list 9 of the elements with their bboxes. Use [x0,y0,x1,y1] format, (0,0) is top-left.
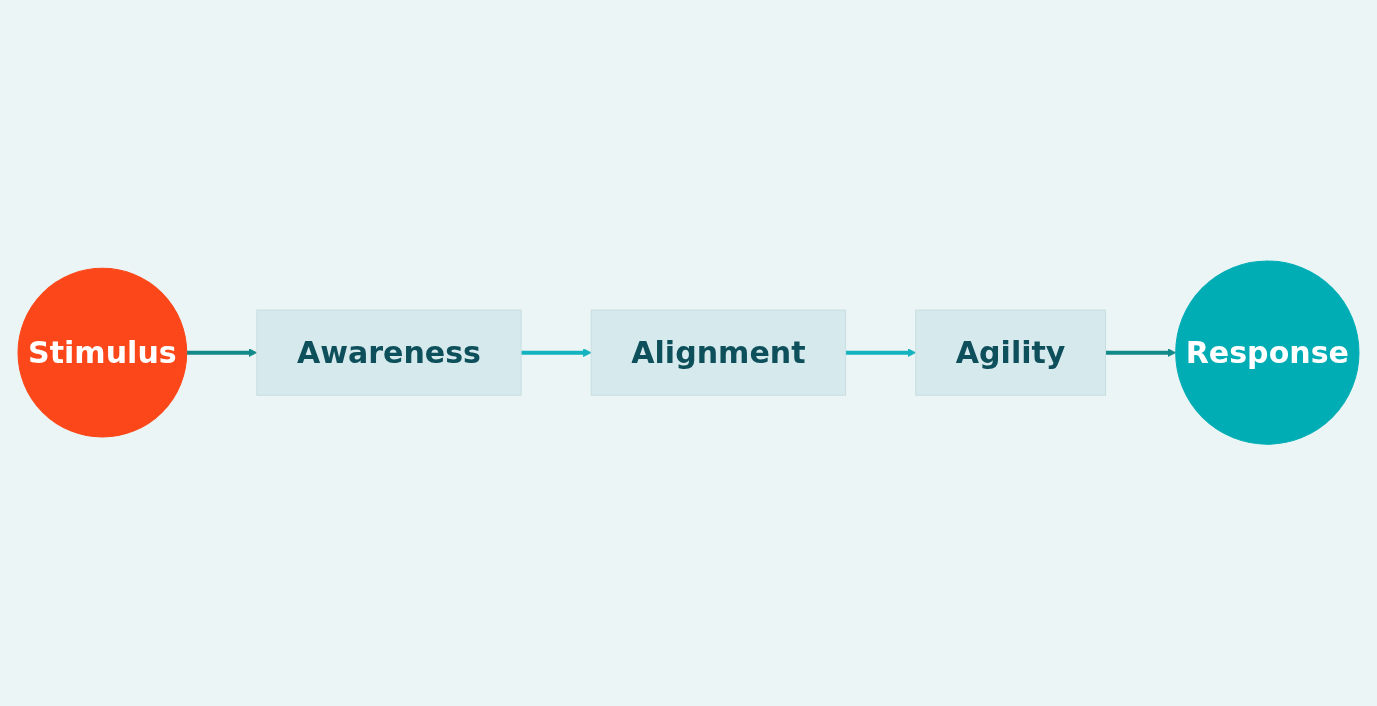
arrow [845,348,917,358]
arrow [186,348,258,358]
node-box: Alignment [590,309,847,397]
arrow [521,348,592,358]
node-box: Awareness [256,309,522,397]
node-box: Agility [915,309,1107,397]
arrow [1105,348,1177,358]
node-circle: Response [1175,260,1360,446]
node-circle: Stimulus [17,268,188,438]
